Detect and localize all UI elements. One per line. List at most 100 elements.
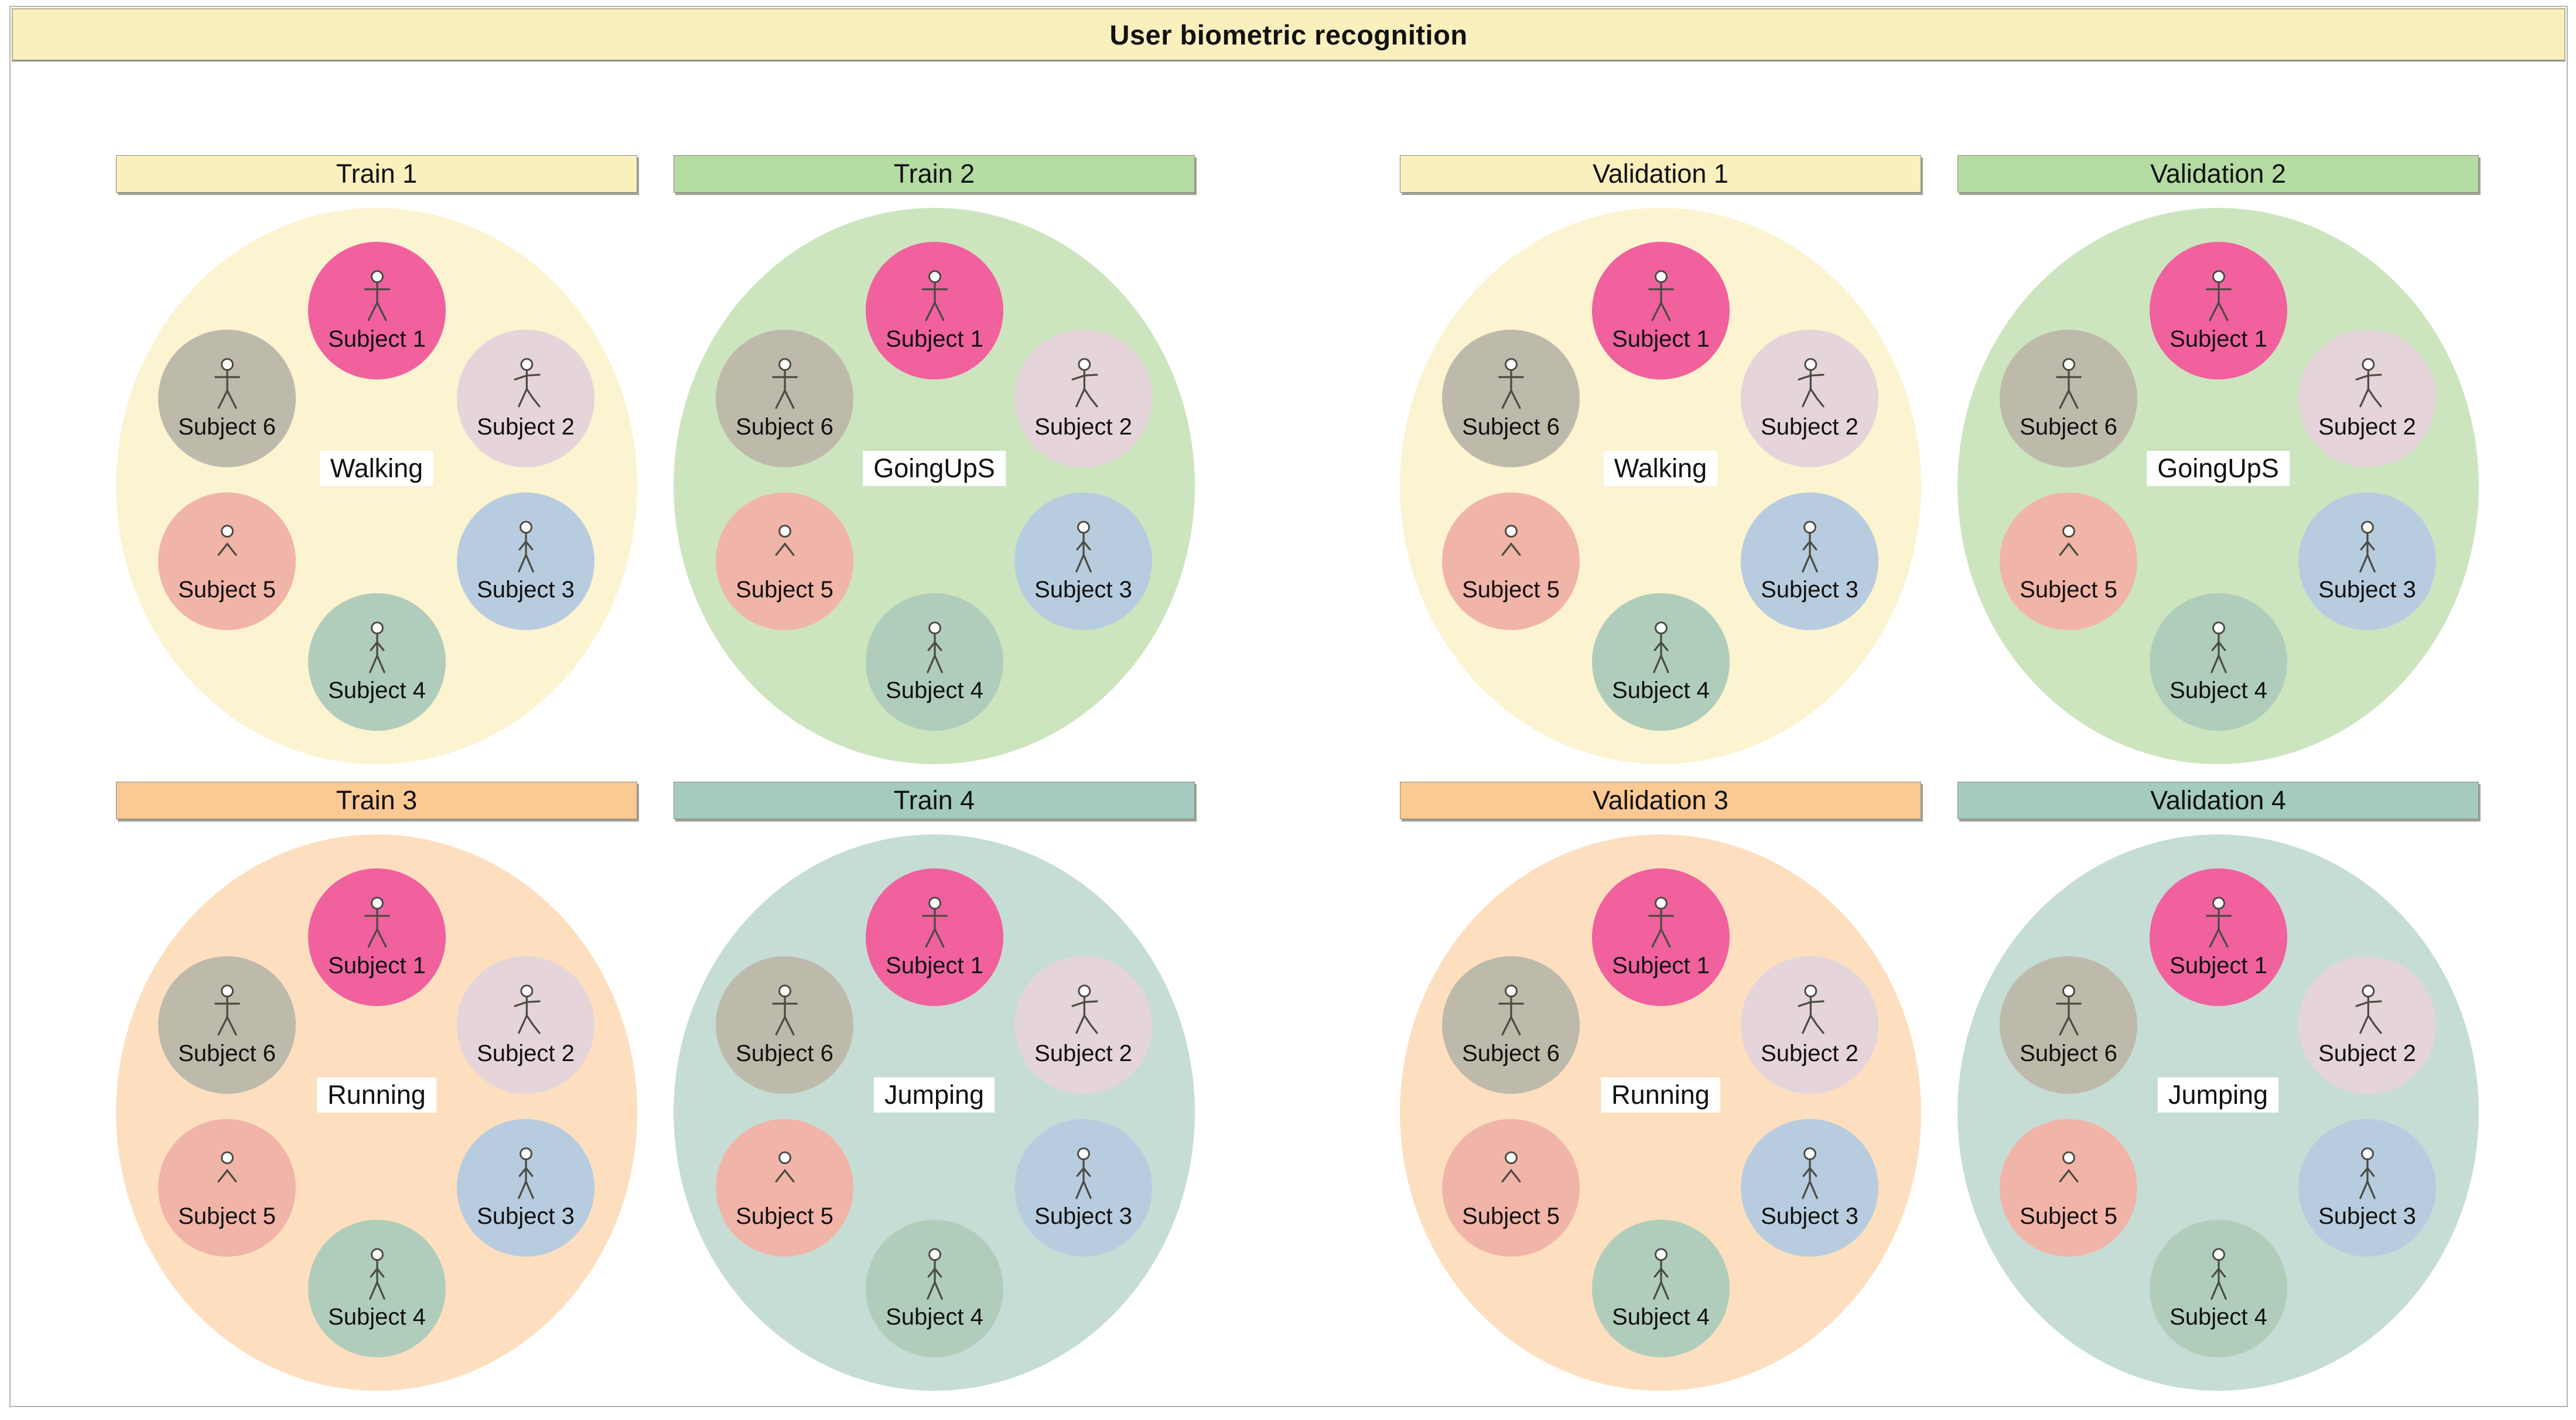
subject-circle-1: Subject 1 [1592, 868, 1730, 1006]
diagram-frame: User biometric recognition Train 1 Subje… [9, 6, 2568, 1407]
subject-circle-5: Subject 5 [1442, 492, 1580, 630]
person-icon [1801, 1147, 1818, 1199]
person-icon [1648, 896, 1674, 947]
person-icon [2055, 357, 2082, 409]
subject-circle-2: Subject 2 [1741, 330, 1878, 467]
subject-label: Subject 2 [1761, 413, 1858, 440]
train-validation-row-1: Train 1 Subject 1 Subject 2 Subject 3 Su… [116, 155, 2567, 764]
activity-label: GoingUpS [2147, 451, 2290, 486]
subject-label: Subject 3 [1761, 576, 1858, 603]
panels-area: Train 1 Subject 1 Subject 2 Subject 3 Su… [11, 61, 2567, 1391]
person-icon [2210, 621, 2227, 673]
person-icon [2355, 357, 2382, 408]
person-icon [214, 357, 240, 409]
activity-label: Walking [319, 451, 434, 486]
activity-group-circle: Subject 1 Subject 2 Subject 3 Subject 4 … [1400, 834, 1921, 1391]
person-icon [2055, 984, 2082, 1035]
panel-title: Validation 4 [2150, 785, 2286, 815]
activity-group-circle: Subject 1 Subject 2 Subject 3 Subject 4 … [1957, 834, 2479, 1391]
panel-train-2: Train 2 Subject 1 Subject 2 Subject 3 Su… [674, 155, 1195, 764]
subject-circle-6: Subject 6 [1442, 956, 1580, 1094]
subject-circle-2: Subject 2 [2298, 330, 2436, 467]
person-icon [1797, 357, 1825, 408]
subject-circle-5: Subject 5 [2000, 1119, 2137, 1257]
subject-circle-5: Subject 5 [716, 1119, 853, 1257]
panel-train-1: Train 1 Subject 1 Subject 2 Subject 3 Su… [116, 155, 637, 764]
person-icon [771, 984, 798, 1035]
subject-label: Subject 2 [2318, 1040, 2416, 1066]
subject-circle-6: Subject 6 [158, 956, 296, 1094]
subject-circle-6: Subject 6 [716, 956, 853, 1094]
subject-circle-6: Subject 6 [158, 330, 296, 467]
subject-circle-4: Subject 4 [2150, 593, 2287, 731]
subject-circle-4: Subject 4 [308, 593, 446, 731]
subject-label: Subject 6 [2020, 1040, 2117, 1066]
activity-group-circle: Subject 1 Subject 2 Subject 3 Subject 4 … [674, 208, 1195, 764]
person-icon [2205, 269, 2232, 321]
subject-label: Subject 6 [2020, 413, 2117, 440]
subject-circle-5: Subject 5 [716, 492, 853, 630]
subject-label: Subject 1 [2170, 952, 2267, 978]
subject-circle-1: Subject 1 [1592, 242, 1730, 379]
subject-circle-3: Subject 3 [1741, 1119, 1878, 1257]
person-icon [1075, 1147, 1092, 1199]
person-icon [214, 984, 240, 1035]
subject-circle-4: Subject 4 [866, 593, 1003, 731]
person-icon [775, 524, 794, 556]
subject-circle-6: Subject 6 [2000, 330, 2137, 467]
person-icon [368, 621, 385, 673]
person-icon [217, 524, 237, 556]
subject-label: Subject 1 [886, 952, 983, 978]
subject-label: Subject 2 [2318, 413, 2416, 440]
person-icon [1498, 984, 1524, 1035]
subject-label: Subject 1 [2170, 326, 2267, 352]
subject-circle-4: Subject 4 [1592, 1220, 1730, 1357]
subject-label: Subject 1 [886, 326, 983, 352]
subject-label: Subject 1 [1612, 326, 1710, 352]
subject-circle-3: Subject 3 [1014, 1119, 1152, 1257]
train-validation-row-2: Train 3 Subject 1 Subject 2 Subject 3 Su… [116, 782, 2567, 1391]
person-icon [217, 1151, 237, 1182]
person-icon [1801, 520, 1818, 573]
panel-validation-4: Validation 4 Subject 1 Subject 2 Subject… [1957, 782, 2479, 1391]
subject-label: Subject 2 [477, 413, 575, 440]
panel-title: Train 4 [893, 785, 975, 815]
subject-label: Subject 4 [1612, 1303, 1710, 1330]
panel-train-4: Train 4 Subject 1 Subject 2 Subject 3 Su… [674, 782, 1195, 1391]
person-icon [2059, 1151, 2078, 1182]
subject-circle-3: Subject 3 [1014, 492, 1152, 630]
panel-validation-2: Validation 2 Subject 1 Subject 2 Subject… [1957, 155, 2479, 764]
person-icon [1501, 1151, 1521, 1182]
subject-label: Subject 3 [2318, 576, 2416, 603]
subject-label: Subject 5 [2020, 576, 2117, 603]
subject-circle-3: Subject 3 [1741, 492, 1878, 630]
subject-label: Subject 4 [2170, 677, 2267, 703]
subject-circle-1: Subject 1 [866, 242, 1003, 379]
person-icon [1648, 269, 1674, 321]
subject-label: Subject 6 [736, 1040, 833, 1066]
subject-circle-5: Subject 5 [2000, 492, 2137, 630]
subject-label: Subject 5 [2020, 1203, 2117, 1229]
activity-label: Jumping [873, 1077, 995, 1113]
panel-header-validation-3: Validation 3 [1400, 782, 1921, 819]
activity-label: Jumping [2157, 1077, 2279, 1113]
activity-group-circle: Subject 1 Subject 2 Subject 3 Subject 4 … [1400, 208, 1921, 764]
subject-label: Subject 6 [736, 413, 833, 440]
subject-circle-3: Subject 3 [2298, 1119, 2436, 1257]
subject-label: Subject 1 [328, 326, 426, 352]
person-icon [1075, 520, 1092, 573]
person-icon [513, 984, 541, 1034]
subject-circle-2: Subject 2 [457, 956, 595, 1094]
panel-header-train-1: Train 1 [116, 155, 637, 193]
subject-label: Subject 3 [477, 576, 575, 603]
person-icon [1652, 621, 1669, 673]
subject-label: Subject 5 [1462, 1203, 1560, 1229]
subject-label: Subject 4 [886, 1303, 983, 1330]
panel-header-train-4: Train 4 [674, 782, 1195, 819]
subject-circle-5: Subject 5 [158, 492, 296, 630]
activity-group-circle: Subject 1 Subject 2 Subject 3 Subject 4 … [116, 208, 637, 764]
panel-header-train-3: Train 3 [116, 782, 637, 819]
panel-title: Validation 2 [2150, 159, 2286, 189]
person-icon [364, 896, 390, 947]
panel-title: Train 1 [336, 159, 418, 189]
